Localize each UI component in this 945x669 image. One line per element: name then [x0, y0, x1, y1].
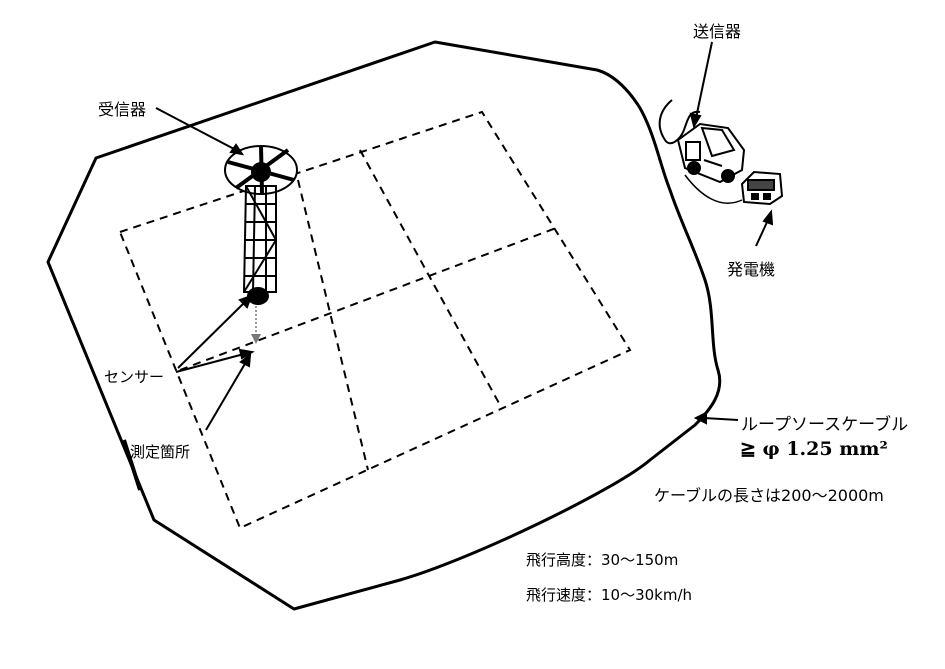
leader-arrows [155, 41, 774, 431]
transmitter-antenna-loop [658, 99, 701, 145]
flight-grid [118, 110, 632, 530]
label-sensor: センサー [104, 368, 165, 386]
measure-leader-a [175, 353, 245, 373]
label-measure-point: 測定箇所 [130, 443, 191, 461]
cable-leader [703, 417, 739, 421]
flight-grid-line-h [179, 227, 557, 371]
generator-cable [684, 174, 743, 204]
measure-leader-b [205, 361, 247, 431]
sensor-drop-arrow [251, 334, 261, 344]
label-cable-length: ケーブルの長さは200～2000m [654, 486, 884, 505]
flight-grid-outline [118, 110, 632, 530]
label-loop-cable: ループソースケーブル [741, 415, 909, 435]
receiver-drone [224, 145, 298, 344]
label-flight-speed: 飛行速度：10～30km/h [526, 586, 693, 604]
rotor-hub [251, 162, 271, 182]
generator-leader [755, 219, 769, 247]
label-receiver: 受信器 [98, 100, 147, 119]
transmitter-vehicle [658, 99, 746, 184]
edge-mark [122, 439, 142, 491]
transmitter-leader [695, 41, 713, 119]
generator-unit [740, 170, 784, 206]
suspension-tower [242, 185, 277, 293]
loop-source-cable-outline [46, 40, 722, 611]
flight-grid-line-v2 [359, 149, 501, 406]
label-cable-spec: ≧ φ 1.25 mm² [740, 438, 888, 460]
label-generator: 発電機 [727, 260, 776, 279]
label-flight-altitude: 飛行高度：30～150m [526, 551, 679, 569]
flight-grid-line-v [297, 179, 369, 471]
receiver-leader [155, 107, 237, 151]
label-transmitter: 送信器 [693, 22, 742, 41]
sensor-leader [177, 301, 246, 369]
sensor-body [247, 287, 269, 305]
